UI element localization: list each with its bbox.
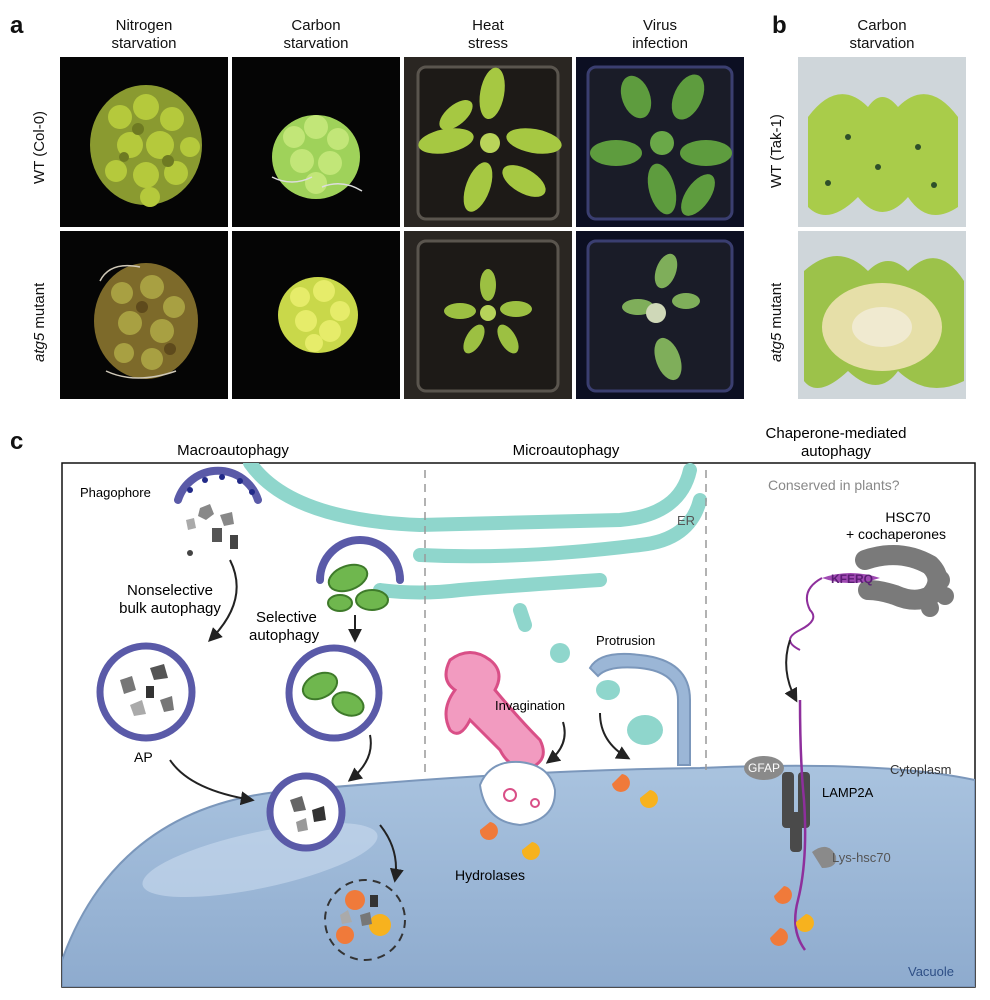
photo-carbon-atg5 <box>232 231 400 399</box>
column-heading-line: Virus <box>643 17 677 34</box>
photo-heat-wt <box>404 57 572 227</box>
mitochondria <box>327 563 389 612</box>
invaginated-vesicle <box>503 788 517 802</box>
photo-nitrogen-wt <box>60 57 228 227</box>
gfap <box>744 756 784 780</box>
section-cma-line1: Chaperone-mediated <box>766 425 907 442</box>
hydrolases-micro <box>479 774 658 860</box>
column-heading-heat: Heat stress <box>404 17 572 53</box>
hsc70-complex <box>855 545 954 617</box>
column-heading-line: starvation <box>283 35 349 52</box>
photo-carbon-wt <box>232 57 400 227</box>
label-conserved: Conserved in plants? <box>768 477 900 493</box>
lamp2a-receptor <box>782 772 810 852</box>
label-phagophore: Phagophore <box>80 485 151 500</box>
section-microautophagy: Microautophagy <box>513 442 620 459</box>
selective-phagophore <box>316 536 404 584</box>
kferq-motif <box>822 573 880 583</box>
photo-heat-atg5 <box>404 231 572 399</box>
label-nonselective-2: bulk autophagy <box>119 600 221 617</box>
pathway-arrows <box>169 559 798 883</box>
translocating-substrate <box>793 699 807 951</box>
label-selective-1: Selective <box>256 609 317 626</box>
label-nonselective-1: Nonselective <box>127 582 213 599</box>
invagination <box>478 760 557 827</box>
label-gfap: GFAP <box>748 761 780 775</box>
column-heading-nitrogen: Nitrogen starvation <box>60 17 228 53</box>
column-heading-line: Heat <box>472 17 504 34</box>
protrusion-vesicle <box>596 680 620 700</box>
label-protrusion: Protrusion <box>596 633 655 648</box>
label-er: ER <box>677 513 695 528</box>
column-heading-line: starvation <box>111 35 177 52</box>
panel-b-letter: b <box>772 12 787 39</box>
column-heading-carbon: Carbon starvation <box>232 17 400 53</box>
label-hydrolases: Hydrolases <box>455 867 525 883</box>
photo-nitrogen-atg5 <box>60 231 228 399</box>
phagophore <box>174 466 262 504</box>
label-hsc70-1: HSC70 <box>885 509 930 525</box>
lys-hsc70 <box>812 846 837 868</box>
autolysosome <box>324 879 406 961</box>
label-lys-hsc70: Lys-hsc70 <box>832 850 891 865</box>
label-vacuole: Vacuole <box>908 964 954 979</box>
panel-a-letter: a <box>10 12 24 39</box>
label-hsc70-2: + cochaperones <box>846 526 946 542</box>
panel-c-letter: c <box>10 428 24 455</box>
label-ap: AP <box>134 749 153 765</box>
endoplasmic-reticulum <box>243 463 707 632</box>
column-heading-b-carbon: Carbon starvation <box>798 17 966 53</box>
hydrolases-cma <box>770 886 814 946</box>
protrusion <box>588 652 691 766</box>
column-heading-virus: Virus infection <box>576 17 744 53</box>
photo-marchantia-atg5 <box>798 231 966 399</box>
column-heading-line: infection <box>632 35 688 52</box>
er-vesicle <box>550 643 570 663</box>
label-kferq: KFERQ <box>831 572 873 586</box>
label-cytoplasm: Cytoplasm <box>890 762 951 777</box>
label-lamp2a: LAMP2A <box>822 785 874 800</box>
column-heading-line: Carbon <box>291 17 341 34</box>
section-macroautophagy: Macroautophagy <box>177 442 289 459</box>
label-invagination: Invagination <box>495 698 565 713</box>
label-selective-2: autophagy <box>249 627 320 644</box>
cargo-bulk <box>186 504 238 556</box>
fusing-autophagosome <box>266 772 346 852</box>
column-heading-line: Carbon <box>857 17 907 34</box>
photo-marchantia-wt <box>798 57 966 227</box>
invaginated-vesicle <box>530 798 540 808</box>
column-heading-line: stress <box>467 35 508 52</box>
photo-virus-wt <box>576 57 744 227</box>
protrusion-vesicle <box>627 715 663 745</box>
column-heading-line: starvation <box>849 35 915 52</box>
photo-virus-atg5 <box>576 231 744 399</box>
section-cma-line2: autophagy <box>801 443 872 460</box>
column-heading-line: Nitrogen <box>115 17 173 34</box>
